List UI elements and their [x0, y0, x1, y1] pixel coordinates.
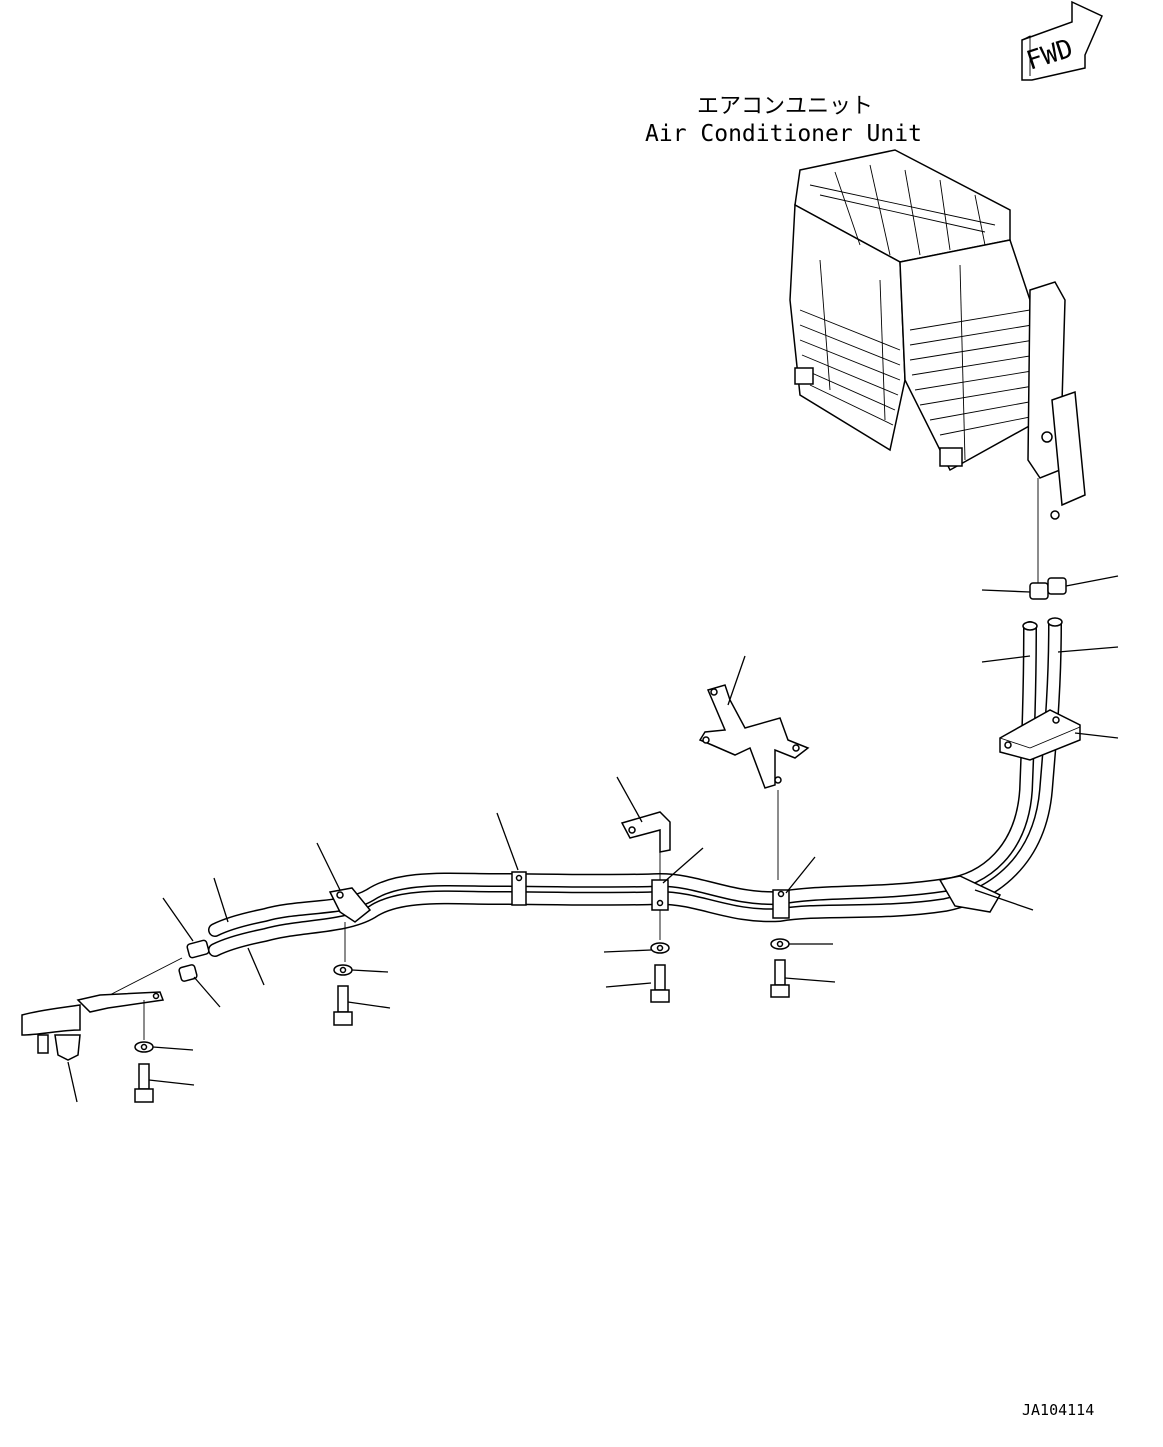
bracket-upper	[698, 655, 810, 880]
drawing-code: JA104114	[1022, 1401, 1094, 1419]
elbow-fittings	[981, 575, 1119, 600]
bracket-middle	[616, 776, 671, 940]
bracket-left	[21, 991, 165, 1103]
air-conditioner-unit	[789, 149, 1086, 590]
hose-cover	[938, 875, 1034, 913]
left-connector	[99, 877, 265, 1008]
fasteners-right	[603, 938, 836, 1003]
fasteners-middle	[333, 964, 391, 1026]
grommet-plate	[999, 709, 1119, 761]
unit-label-en: Air Conditioner Unit	[645, 121, 922, 147]
unit-label-jp: エアコンユニット	[697, 94, 873, 119]
hose-clamps	[316, 812, 816, 962]
fwd-arrow-icon: FWD	[1021, 0, 1103, 81]
fasteners-left	[134, 1041, 195, 1103]
